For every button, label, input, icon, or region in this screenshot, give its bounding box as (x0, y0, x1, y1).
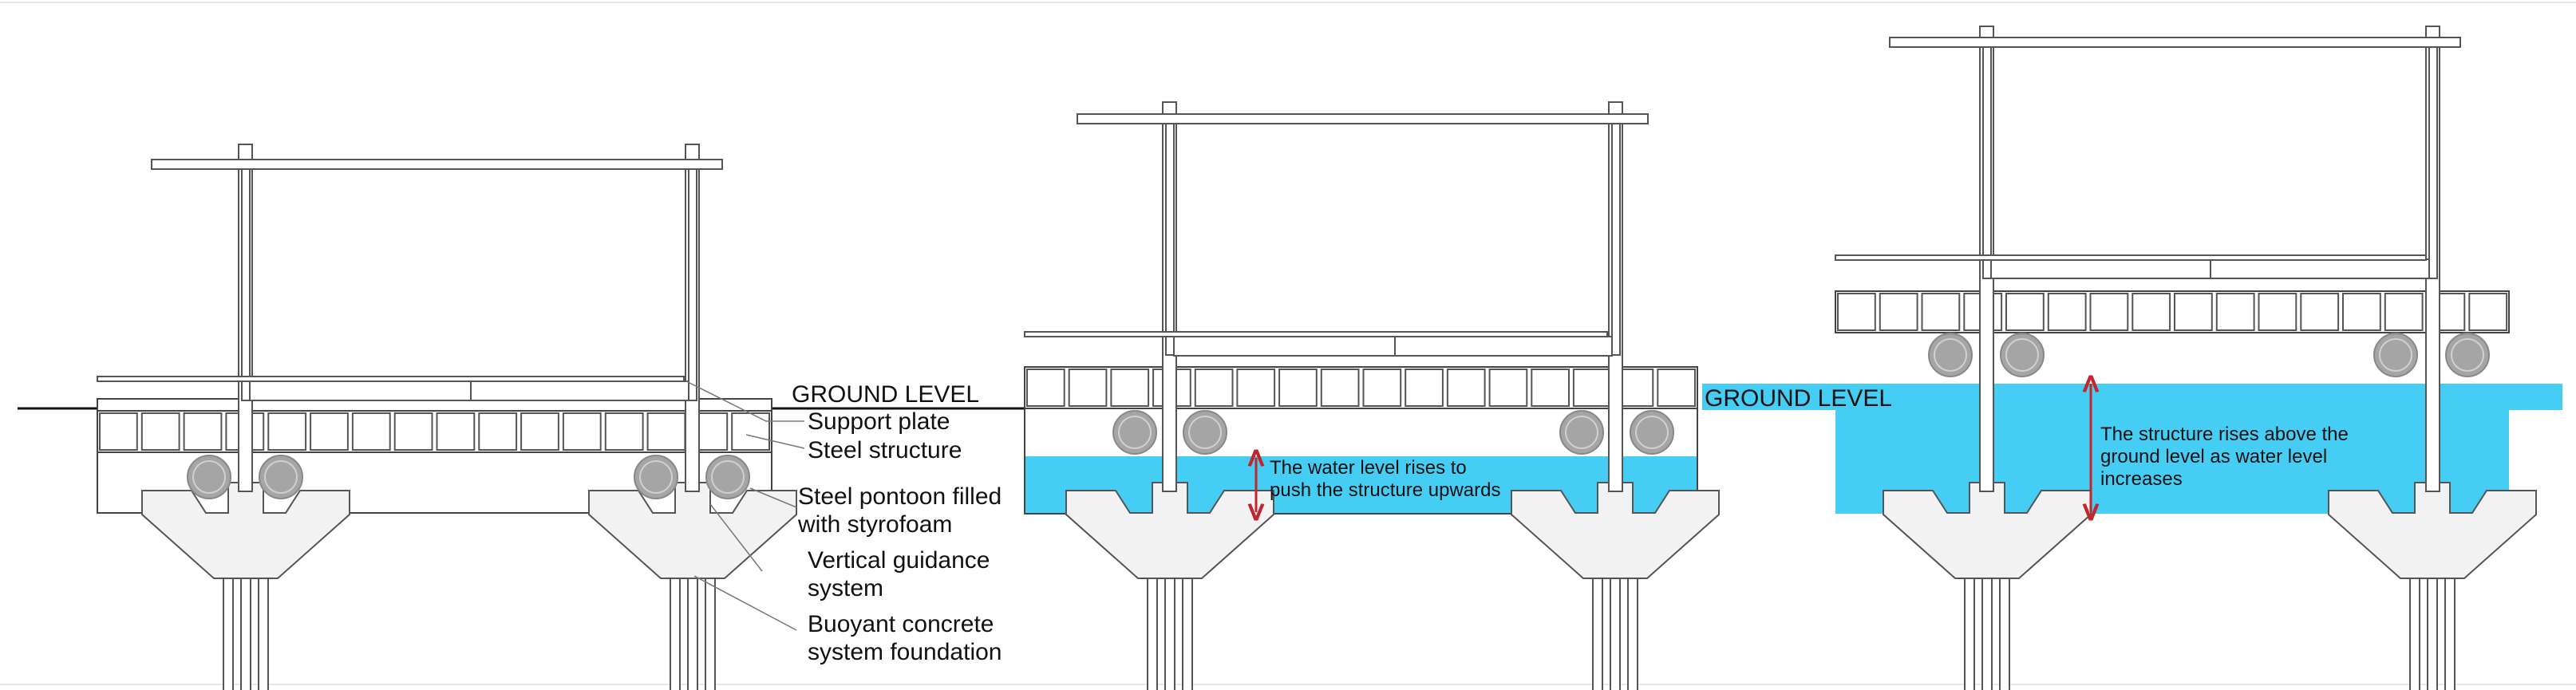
grid-cell (1362, 369, 1402, 407)
foundation-right (1511, 482, 1720, 690)
grid-cell (183, 412, 223, 451)
grid-cell (1837, 293, 1876, 331)
grid-cell (2005, 293, 2045, 331)
grid-frame (1024, 366, 1698, 409)
support-plate (97, 376, 685, 382)
foundation-left (141, 482, 350, 690)
foundation-right (588, 482, 797, 690)
guidance-label-line1: Vertical guidance (808, 547, 990, 574)
steel-structure-label: Steel structure (808, 437, 962, 463)
ground-level-label: GROUND LEVEL (792, 381, 979, 408)
grid-cell (478, 412, 518, 451)
grid-cell (1879, 293, 1918, 331)
grid-cell (1110, 369, 1150, 407)
roller-icon (2445, 333, 2490, 377)
grid-cell (1194, 369, 1234, 407)
roller-icon (2373, 333, 2418, 377)
roller-icon (187, 455, 231, 499)
grid-cell (2468, 293, 2508, 331)
steel-structure-grid (1024, 366, 1698, 409)
grid-cell (393, 412, 433, 451)
roller-icon (1630, 410, 1674, 455)
float-note-line2: ground level as water level (2100, 446, 2327, 467)
panel-1-dry: GROUND LEVEL Support plate Steel structu… (18, 144, 1025, 690)
grid-cell (2047, 293, 2087, 331)
grid-cell (2174, 293, 2213, 331)
water-rise-note-line1: The water level rises to (1270, 457, 1467, 479)
support-plate (1835, 254, 2427, 261)
water-body (1702, 384, 2562, 410)
grid-cell (1278, 369, 1318, 407)
grid-cell (562, 412, 602, 451)
roller-icon (634, 455, 678, 499)
roof-beam (1889, 37, 2461, 48)
grid-cell (2215, 293, 2255, 331)
grid-cell (267, 412, 307, 451)
foundation-label-line1: Buoyant concrete (808, 611, 994, 637)
grid-cell (1026, 369, 1065, 407)
foundation-right (2328, 482, 2537, 690)
grid-cell (2089, 293, 2129, 331)
roller-icon (259, 455, 303, 499)
grid-cell (1068, 369, 1108, 407)
grid-cell (1446, 369, 1486, 407)
roller-icon (1183, 410, 1227, 455)
roller-icon (705, 455, 750, 499)
support-plate (1024, 331, 1608, 337)
roof-beam (151, 159, 723, 170)
roller-icon (1559, 410, 1604, 455)
water-body (1025, 456, 1697, 513)
grid-frame (97, 410, 772, 453)
support-plate-label: Support plate (808, 408, 950, 435)
grid-cell (604, 412, 644, 451)
grid-cell (1320, 369, 1360, 407)
grid-cell (520, 412, 559, 451)
grid-cell (1657, 369, 1697, 407)
grid-cell (1531, 369, 1570, 407)
float-note-line3: increases (2100, 468, 2183, 490)
grid-cell (99, 412, 138, 451)
foundation-left (1065, 482, 1274, 690)
grid-cell (646, 412, 686, 451)
float-note-line1: The structure rises above the (2100, 424, 2349, 445)
roller-icon (1928, 333, 1973, 377)
grid-cell (351, 412, 391, 451)
grid-frame (1835, 290, 2510, 333)
grid-cell (2342, 293, 2381, 331)
panel-2-rising: The water level rises to push the struct… (1024, 101, 1720, 690)
pontoon-label-line1: Steel pontoon filled (798, 483, 1002, 510)
grid-cell (2300, 293, 2340, 331)
ground-level-label: GROUND LEVEL (1705, 385, 1892, 412)
grid-cell (140, 412, 180, 451)
panel-3-floating: GROUND LEVEL The structure rises above t… (1702, 26, 2562, 690)
grid-cell (1488, 369, 1528, 407)
pontoon-label-line2: with styrofoam (797, 511, 952, 538)
roof-beam (1077, 113, 1649, 124)
grid-cell (1572, 369, 1612, 407)
grid-cell (1405, 369, 1444, 407)
grid-cell (1921, 293, 1961, 331)
roller-icon (2000, 333, 2045, 377)
water-rise-note-line2: push the structure upwards (1270, 479, 1501, 501)
foundation-left (1883, 482, 2092, 690)
grid-cell (2384, 293, 2424, 331)
grid-cell (436, 412, 476, 451)
grid-cell (310, 412, 349, 451)
steel-structure-grid (1835, 290, 2510, 333)
guidance-label-line2: system (808, 575, 883, 601)
floor-box (1173, 336, 1613, 357)
leader-lines (685, 380, 805, 631)
grid-cell (1236, 369, 1276, 407)
roller-icon (1112, 410, 1157, 455)
grid-cell (2132, 293, 2171, 331)
water-basin (1835, 410, 2509, 514)
grid-cell (2258, 293, 2297, 331)
foundation-label-line2: system foundation (808, 639, 1002, 665)
floor-box (249, 380, 689, 401)
grid-cell (731, 412, 771, 451)
